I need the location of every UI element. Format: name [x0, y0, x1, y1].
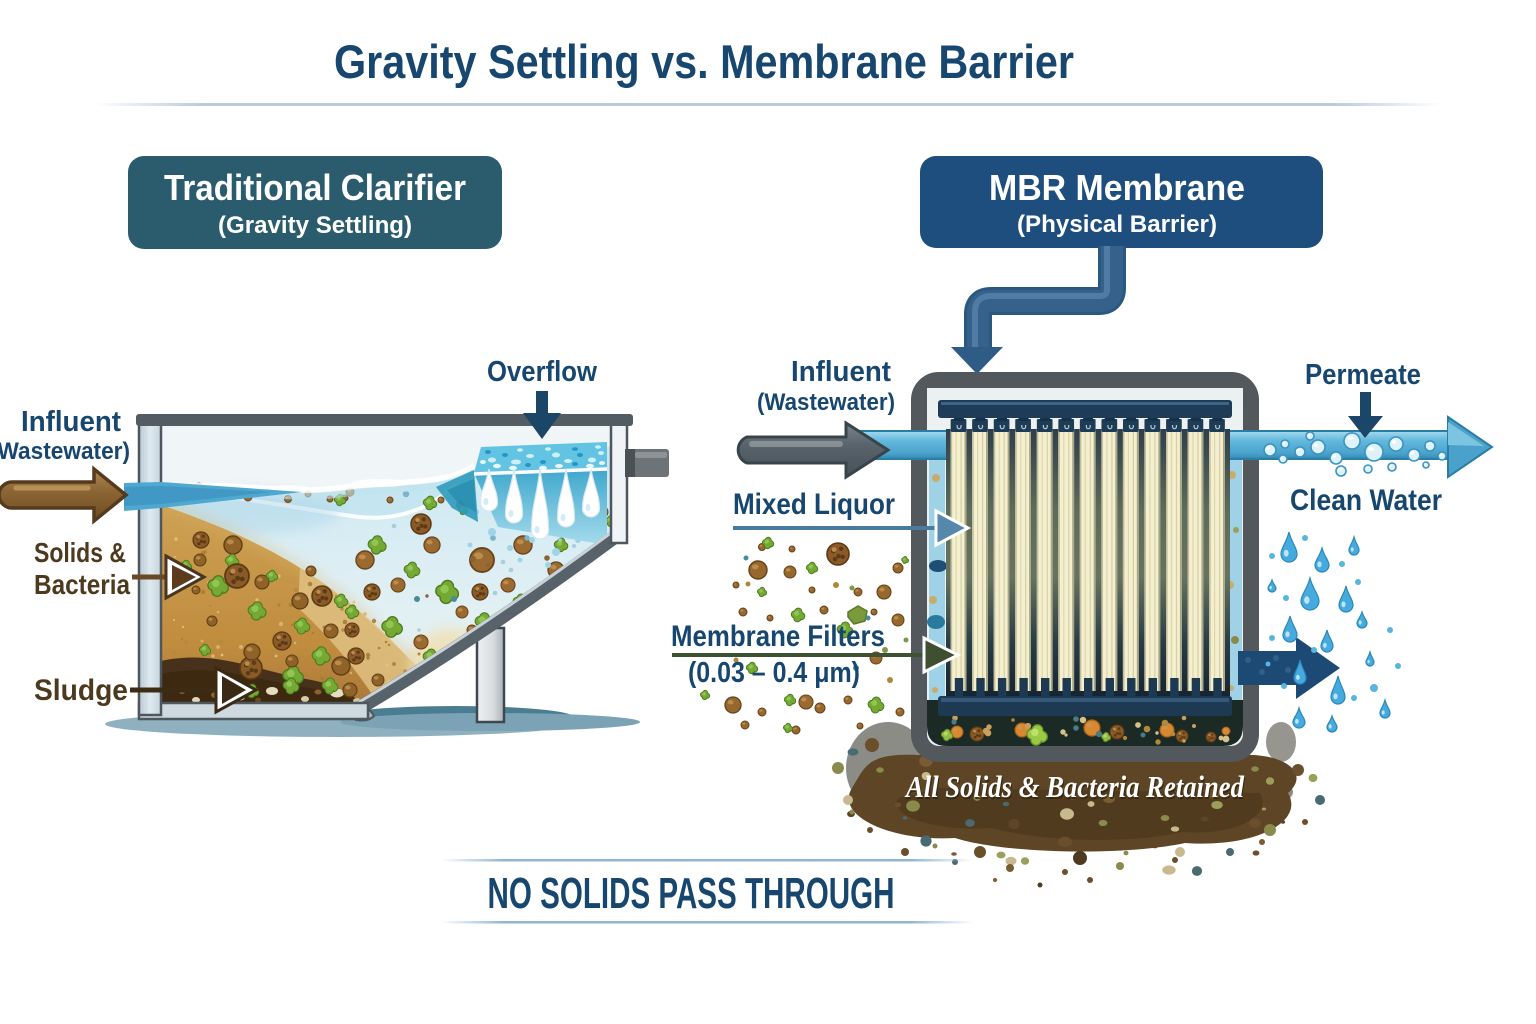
svg-text:Mixed Liquor: Mixed Liquor: [733, 488, 895, 521]
svg-text:(Physical Barrier): (Physical Barrier): [1017, 211, 1217, 238]
svg-text:(0.03 – 0.4 μm): (0.03 – 0.4 μm): [688, 657, 860, 689]
svg-text:All Solids & Bacteria Retained: All Solids & Bacteria Retained: [904, 769, 1244, 804]
svg-text:Influent: Influent: [21, 406, 121, 438]
svg-text:Solids &: Solids &: [34, 537, 126, 568]
svg-text:(Wastewater): (Wastewater): [0, 438, 130, 465]
svg-text:Membrane Filters: Membrane Filters: [671, 620, 885, 653]
svg-text:Clean Water: Clean Water: [1290, 484, 1442, 517]
svg-text:Traditional Clarifier: Traditional Clarifier: [164, 167, 466, 208]
svg-text:Bacteria: Bacteria: [34, 569, 130, 600]
svg-text:NO SOLIDS PASS THROUGH: NO SOLIDS PASS THROUGH: [488, 869, 895, 918]
svg-text:All Solids & Bacteria Retained: All Solids & Bacteria Retained: [905, 771, 1245, 806]
svg-text:Permeate: Permeate: [1305, 359, 1421, 391]
svg-text:(Gravity Settling): (Gravity Settling): [218, 212, 412, 239]
svg-text:Gravity Settling vs. Membrane: Gravity Settling vs. Membrane Barrier: [334, 35, 1074, 88]
svg-text:MBR Membrane: MBR Membrane: [989, 167, 1245, 208]
svg-text:Sludge: Sludge: [34, 674, 128, 707]
svg-text:(Wastewater): (Wastewater): [757, 389, 895, 416]
svg-text:Influent: Influent: [791, 356, 891, 388]
svg-text:Overflow: Overflow: [487, 356, 597, 388]
